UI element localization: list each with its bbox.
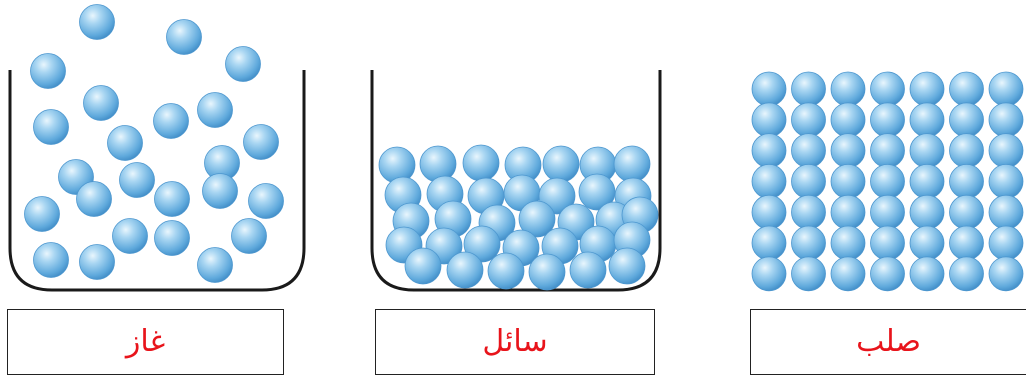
gas-particle <box>203 174 238 209</box>
gas-particle <box>113 219 148 254</box>
gas-particle <box>154 104 189 139</box>
solid-particle <box>752 72 786 106</box>
solid-particle <box>831 134 865 168</box>
liquid-particle <box>447 252 483 288</box>
solid-particle <box>831 164 865 198</box>
solid-particle <box>950 103 984 137</box>
solid-particle <box>910 195 944 229</box>
solid-particle <box>752 103 786 137</box>
gas-particle <box>108 126 143 161</box>
solid-particle <box>910 257 944 291</box>
gas-particle <box>77 182 112 217</box>
solid-particle <box>950 257 984 291</box>
gas-particle <box>34 243 69 278</box>
solid-particle <box>989 195 1023 229</box>
gas-particle <box>249 184 284 219</box>
solid-particle <box>831 103 865 137</box>
solid-particle <box>871 72 905 106</box>
liquid-particle <box>609 248 645 284</box>
solid-particle <box>989 134 1023 168</box>
solid-particle <box>950 195 984 229</box>
gas-particle <box>34 110 69 145</box>
gas-particle <box>84 86 119 121</box>
gas-particle <box>80 245 115 280</box>
solid-particle <box>752 226 786 260</box>
solid-label: صلب <box>856 327 921 357</box>
gas-particle <box>198 93 233 128</box>
gas-particle <box>155 221 190 256</box>
solid-particle <box>910 103 944 137</box>
solid-particle <box>792 134 826 168</box>
gas-particle <box>232 219 267 254</box>
solid-label-box: صلب <box>750 309 1026 375</box>
gas-particle <box>244 125 279 160</box>
solid-particle <box>792 164 826 198</box>
solid-particle <box>752 195 786 229</box>
solid-particle <box>950 72 984 106</box>
liquid-particles <box>379 145 658 290</box>
gas-particle <box>198 248 233 283</box>
solid-particles <box>752 72 1023 291</box>
liquid-label: سائل <box>482 327 547 357</box>
solid-particle <box>910 134 944 168</box>
solid-particle <box>792 195 826 229</box>
solid-particle <box>831 195 865 229</box>
solid-particle <box>989 257 1023 291</box>
gas-particle <box>25 197 60 232</box>
liquid-particle <box>529 254 565 290</box>
solid-particle <box>752 257 786 291</box>
gas-particle <box>167 20 202 55</box>
liquid-particle <box>379 147 415 183</box>
solid-particle <box>871 164 905 198</box>
solid-particle <box>989 164 1023 198</box>
solid-particle <box>989 226 1023 260</box>
solid-particle <box>752 164 786 198</box>
solid-particle <box>792 72 826 106</box>
solid-particle <box>871 103 905 137</box>
gas-particles <box>25 5 284 283</box>
liquid-particle <box>570 252 606 288</box>
solid-particle <box>871 226 905 260</box>
gas-particle <box>31 54 66 89</box>
solid-particle <box>831 72 865 106</box>
solid-particle <box>792 226 826 260</box>
solid-particle <box>871 134 905 168</box>
solid-particle <box>910 226 944 260</box>
solid-particle <box>831 257 865 291</box>
solid-particle <box>989 72 1023 106</box>
solid-particle <box>989 103 1023 137</box>
solid-particle <box>910 164 944 198</box>
gas-label-box: غاز <box>7 309 284 375</box>
particle-illustration <box>0 0 1026 300</box>
liquid-particle <box>405 248 441 284</box>
solid-particle <box>752 134 786 168</box>
solid-particle <box>950 134 984 168</box>
solid-particle <box>871 257 905 291</box>
gas-particle <box>155 182 190 217</box>
gas-label: غاز <box>126 327 165 357</box>
gas-particle <box>226 47 261 82</box>
solid-particle <box>792 257 826 291</box>
liquid-particle <box>614 146 650 182</box>
gas-particle <box>80 5 115 40</box>
liquid-particle <box>543 146 579 182</box>
liquid-label-box: سائل <box>375 309 655 375</box>
solid-particle <box>792 103 826 137</box>
solid-particle <box>871 195 905 229</box>
liquid-particle <box>463 145 499 181</box>
solid-particle <box>831 226 865 260</box>
solid-particle <box>910 72 944 106</box>
liquid-particle <box>488 253 524 289</box>
solid-particle <box>950 226 984 260</box>
solid-particle <box>950 164 984 198</box>
gas-particle <box>120 163 155 198</box>
